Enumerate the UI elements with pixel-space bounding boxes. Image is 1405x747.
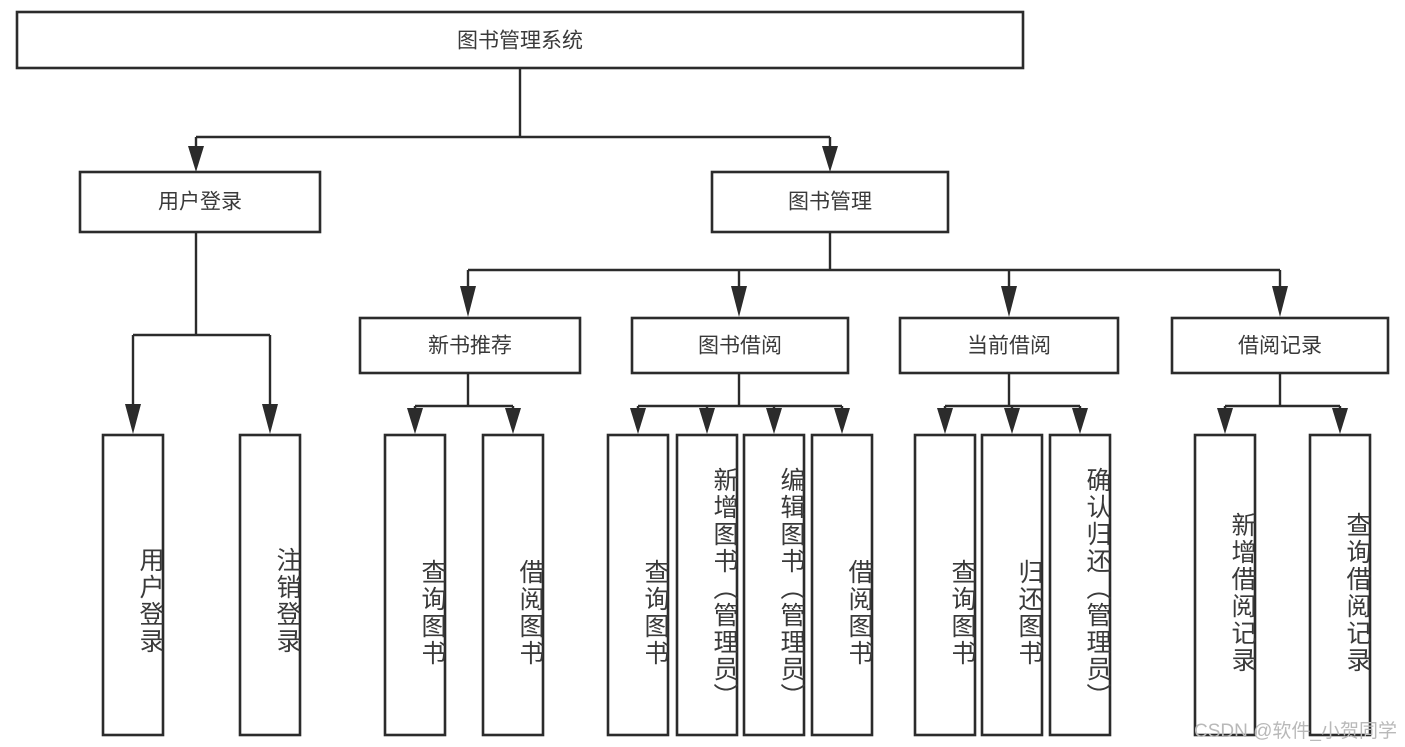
arrow-head-book-borrow-leaf-3 xyxy=(766,408,782,434)
arrow-head-book-borrow-leaf-4 xyxy=(834,408,850,434)
arrow-head-book-borrow-leaf-2 xyxy=(699,408,715,434)
node-label-book-borrow: 图书借阅 xyxy=(698,335,782,358)
arrow-head-level2-1 xyxy=(460,286,476,317)
arrow-head-current-borrow-leaf-2 xyxy=(1004,408,1020,434)
node-box-leaf-borrow-record-2[interactable] xyxy=(1308,433,1372,737)
node-box-book-borrow[interactable] xyxy=(630,316,850,375)
node-box-leaf-current-borrow-2[interactable] xyxy=(980,433,1044,737)
arrow-head-user-login-leaf-1 xyxy=(125,404,141,434)
arrow-head-new-book-leaf-2 xyxy=(505,408,521,434)
arrow-head-level2-4 xyxy=(1272,286,1288,317)
node-box-new-book-recommend[interactable] xyxy=(358,316,582,375)
node-label-new-book-recommend: 新书推荐 xyxy=(428,335,512,358)
node-box-leaf-new-book-2[interactable] xyxy=(481,433,545,737)
arrow-head-new-book-leaf-1 xyxy=(407,408,423,434)
node-box-leaf-current-borrow-3[interactable] xyxy=(1048,433,1112,737)
arrow-head-level2-3 xyxy=(1001,286,1017,317)
arrow-head-level2-2 xyxy=(731,286,747,317)
arrow-head-borrow-record-leaf-2 xyxy=(1332,408,1348,434)
arrow-head-book-borrow-leaf-1 xyxy=(630,408,646,434)
node-box-leaf-user-login-1[interactable] xyxy=(101,433,165,737)
node-box-leaf-book-borrow-1[interactable] xyxy=(606,433,670,737)
node-box-current-borrow[interactable] xyxy=(898,316,1120,375)
arrow-head-user-login-leaf-2 xyxy=(262,404,278,434)
node-box-leaf-user-login-2[interactable] xyxy=(238,433,302,737)
arrow-head-to-book-mgmt xyxy=(822,146,838,172)
arrow-head-current-borrow-leaf-3 xyxy=(1072,408,1088,434)
node-box-leaf-new-book-1[interactable] xyxy=(383,433,447,737)
node-label-root: 图书管理系统 xyxy=(457,30,583,53)
node-box-leaf-current-borrow-1[interactable] xyxy=(913,433,977,737)
connector-group xyxy=(125,68,1348,434)
node-label-borrow-record: 借阅记录 xyxy=(1238,335,1322,358)
node-label-book-management: 图书管理 xyxy=(788,191,872,214)
node-label-user-login: 用户登录 xyxy=(158,191,242,214)
arrow-head-borrow-record-leaf-1 xyxy=(1217,408,1233,434)
arrow-head-to-user-login xyxy=(188,146,204,172)
node-box-user-login[interactable] xyxy=(78,170,322,234)
node-box-leaf-borrow-record-1[interactable] xyxy=(1193,433,1257,737)
node-box-root[interactable] xyxy=(15,10,1025,70)
watermark-text: CSDN @软件_小贺同学 xyxy=(1194,721,1397,742)
node-box-borrow-record[interactable] xyxy=(1170,316,1390,375)
node-box-leaf-book-borrow-4[interactable] xyxy=(810,433,874,737)
node-label-current-borrow: 当前借阅 xyxy=(967,335,1051,358)
node-box-book-management[interactable] xyxy=(710,170,950,234)
node-box-leaf-book-borrow-3[interactable] xyxy=(742,433,806,737)
arrow-head-current-borrow-leaf-1 xyxy=(937,408,953,434)
node-box-leaf-book-borrow-2[interactable] xyxy=(675,433,739,737)
